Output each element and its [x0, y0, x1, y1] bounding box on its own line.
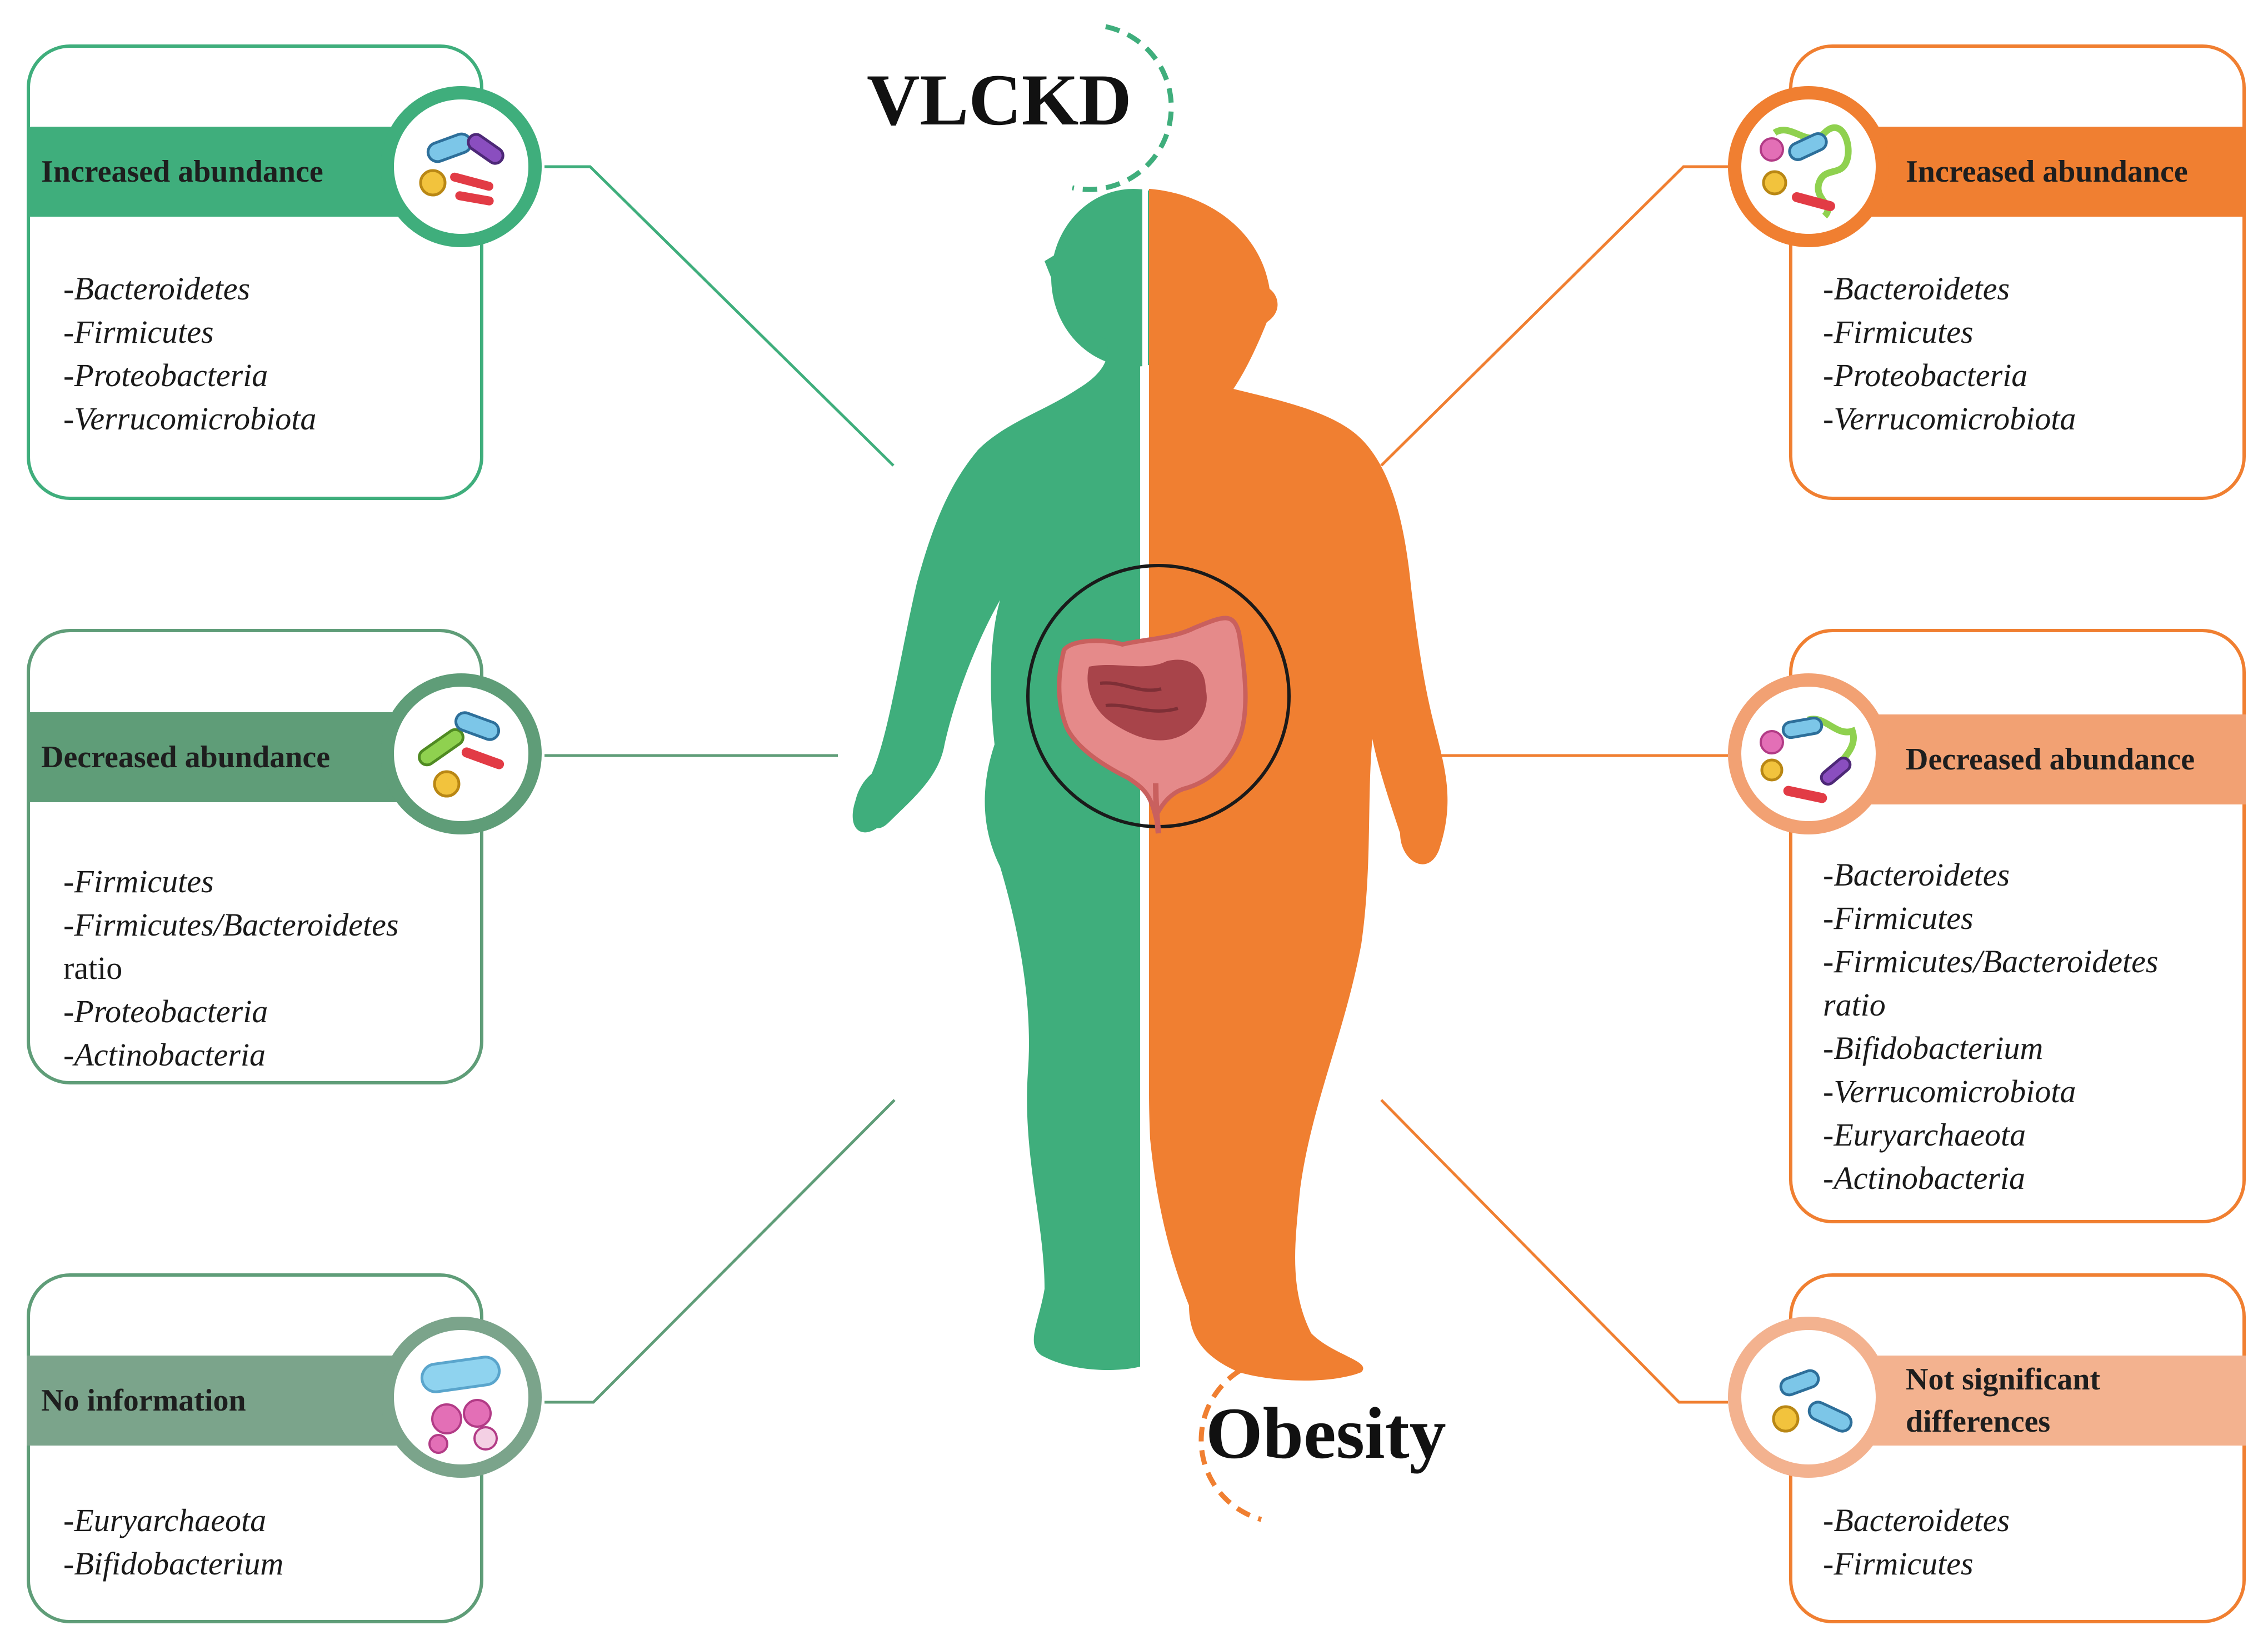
connector-line [1380, 165, 1728, 467]
list-item: -Bacteroidetes [1823, 857, 2010, 893]
obesity-decreased-banner: Decreased abundance [1850, 714, 2246, 804]
list-item: -Firmicutes [1823, 900, 1974, 936]
list-item: -Verrucomicrobiota [1823, 401, 2076, 437]
list-item: -Proteobacteria [63, 993, 268, 1029]
bacteria-cluster-icon [1728, 1317, 1889, 1478]
list-item: -Euryarchaeota [63, 1502, 267, 1538]
vlckd-decreased-banner: Decreased abundance [27, 712, 416, 802]
obesity-title: Obesity [1206, 1392, 1446, 1474]
list-item: -Actinobacteria [63, 1037, 266, 1073]
vlckd-increased-list: -Bacteroidetes -Firmicutes -Proteobacter… [63, 267, 316, 441]
list-item: -Firmicutes [63, 863, 214, 899]
vlckd-noinfo-list: -Euryarchaeota -Bifidobacterium [63, 1499, 283, 1586]
bacteria-cluster-icon [1728, 86, 1889, 247]
list-item: ratio [63, 950, 123, 986]
vlckd-increased-banner: Increased abundance [27, 127, 416, 217]
connector-line [544, 1099, 896, 1404]
intestine-icon [1057, 616, 1248, 834]
list-item: -Proteobacteria [63, 357, 268, 393]
obesity-increased-list: -Bacteroidetes -Firmicutes -Proteobacter… [1823, 267, 2076, 441]
obesity-notsig-banner: Not significant differences [1850, 1356, 2246, 1446]
bacteria-cluster-icon [1728, 673, 1889, 834]
vlckd-decreased-list: -Firmicutes -Firmicutes/Bacteroidetes ra… [63, 860, 398, 1077]
vlckd-title: VLCKD [867, 59, 1132, 141]
dashed-arc-vlckd [1072, 24, 1174, 192]
bacteria-cluster-icon [381, 673, 542, 834]
obesity-notsig-label-line2: differences [1906, 1404, 2051, 1439]
vlckd-increased-panel: -Bacteroidetes -Firmicutes -Proteobacter… [27, 44, 483, 500]
list-item: -Bacteroidetes [63, 271, 251, 307]
obesity-decreased-list: -Bacteroidetes -Firmicutes -Firmicutes/B… [1823, 853, 2158, 1200]
dashed-arc-obesity [1198, 1358, 1262, 1522]
connector-line [1380, 1099, 1728, 1404]
list-item: -Verrucomicrobiota [63, 401, 317, 437]
list-item: -Bacteroidetes [1823, 1502, 2010, 1538]
vlckd-noinfo-label: No information [41, 1383, 246, 1418]
vlckd-increased-label: Increased abundance [41, 154, 323, 189]
list-item: -Bifidobacterium [1823, 1030, 2044, 1066]
obesity-increased-banner: Increased abundance [1850, 127, 2246, 217]
microbes-icon [381, 1317, 542, 1478]
bacteria-cluster-icon [381, 86, 542, 247]
list-item: ratio [1823, 987, 1886, 1023]
list-item: -Bifidobacterium [63, 1546, 284, 1582]
list-item: -Verrucomicrobiota [1823, 1073, 2076, 1109]
list-item: -Firmicutes [1823, 314, 1974, 350]
list-item: -Firmicutes/Bacteroidetes [63, 907, 399, 943]
list-item: -Firmicutes/Bacteroidetes [1823, 943, 2159, 979]
list-item: -Proteobacteria [1823, 357, 2028, 393]
list-item: -Euryarchaeota [1823, 1117, 2026, 1153]
list-item: -Firmicutes [1823, 1546, 1974, 1582]
obesity-increased-label: Increased abundance [1906, 154, 2188, 189]
connector-line [544, 165, 895, 467]
obesity-notsig-label-line1: Not significant [1906, 1362, 2100, 1397]
vlckd-decreased-label: Decreased abundance [41, 740, 331, 774]
obesity-decreased-label: Decreased abundance [1906, 742, 2195, 777]
obesity-notsig-list: -Bacteroidetes -Firmicutes [1823, 1499, 2010, 1586]
list-item: -Firmicutes [63, 314, 214, 350]
list-item: -Bacteroidetes [1823, 271, 2010, 307]
vlckd-noinfo-banner: No information [27, 1356, 416, 1446]
list-item: -Actinobacteria [1823, 1160, 2026, 1196]
